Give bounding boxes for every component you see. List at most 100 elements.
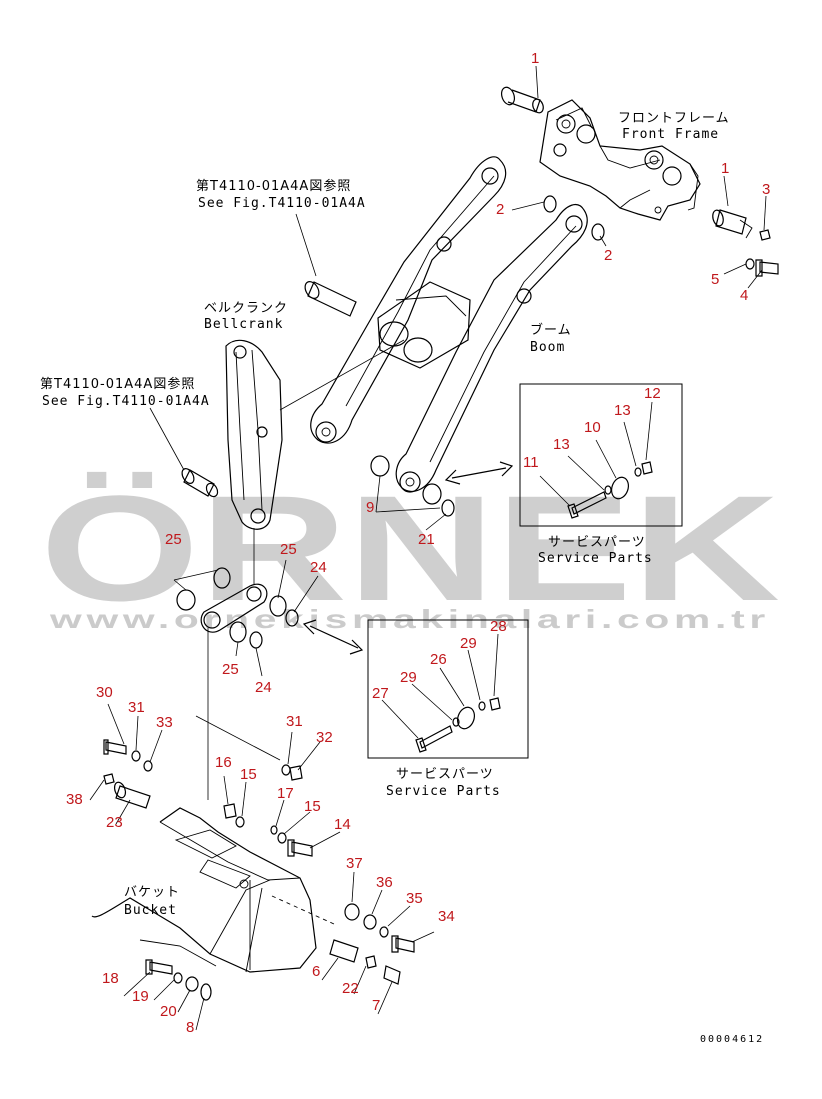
see-fig-mid-label-en: See Fig.T4110-01A4A: [42, 394, 210, 409]
washer-5: [745, 258, 755, 270]
washer-24-lower: [249, 631, 263, 649]
callout-31-right: 31: [286, 713, 303, 730]
pin-1-top: [500, 86, 544, 114]
callout-1-right: 1: [721, 160, 729, 177]
leader-lines: [89, 65, 767, 1031]
drawing-code: 00004612: [700, 1034, 764, 1045]
washer-21: [441, 499, 455, 517]
bellcrank-drawing: [225, 339, 283, 530]
watermark: ÖRNEK www.ornekismakinalari.com.tr: [40, 464, 780, 634]
callout-23: 23: [106, 814, 123, 831]
washer-15-lower: [277, 832, 287, 844]
pin-see-fig-mid: [181, 468, 219, 498]
bolt-4: [755, 259, 779, 277]
callout-25-mid: 25: [280, 541, 297, 558]
washer-24-upper: [285, 609, 299, 627]
bolt-3: [759, 229, 771, 241]
callout-28: 28: [490, 618, 507, 635]
service-parts-1-label-jp: サービスパーツ: [548, 535, 646, 550]
see-fig-top-label-jp: 第T4110-01A4A図参照: [196, 178, 351, 194]
bellcrank-label-jp: ベルクランク: [204, 301, 288, 316]
callout-14: 14: [334, 816, 351, 833]
bolt-34: [391, 935, 415, 953]
washer-31-left: [131, 750, 141, 762]
callout-18: 18: [102, 970, 119, 987]
callout-20: 20: [160, 1003, 177, 1020]
callout-17: 17: [277, 785, 294, 802]
washer-15-upper: [235, 816, 245, 828]
bucket-label-jp: バケット: [124, 885, 180, 900]
callout-25-left: 25: [165, 531, 182, 548]
washer-35: [379, 926, 389, 938]
callout-numbers: 1 1 2 2 3 4 5 9 21 11 10 12 13 13 25 25 …: [66, 50, 770, 1036]
service-parts-2-label-jp: サービスパーツ: [396, 767, 494, 782]
washer-31-right: [281, 764, 291, 776]
callout-7: 7: [372, 997, 380, 1014]
boom-label-en: Boom: [530, 340, 565, 355]
service-parts-1-label-en: Service Parts: [538, 551, 653, 566]
callout-24-upper: 24: [310, 559, 327, 576]
part-labels: フロントフレーム Front Frame 第T4110-01A4A図参照 See…: [40, 111, 764, 1045]
callout-30: 30: [96, 684, 113, 701]
callout-16: 16: [215, 754, 232, 771]
bolt-18: [145, 959, 173, 975]
callout-5: 5: [711, 271, 719, 288]
callout-26: 26: [430, 651, 447, 668]
callout-8: 8: [186, 1019, 194, 1036]
boom-drawing: [310, 156, 588, 517]
front-frame-drawing: [500, 86, 779, 277]
bucket-drawing: [91, 807, 335, 973]
callout-15-lower: 15: [304, 798, 321, 815]
see-fig-mid-label-jp: 第T4110-01A4A図参照: [40, 376, 195, 392]
arrow-service-parts-2: [302, 619, 364, 655]
callout-35: 35: [406, 890, 423, 907]
bucket-label-en: Bucket: [124, 903, 177, 918]
bellcrank-label-en: Bellcrank: [204, 317, 283, 332]
washer-33: [143, 760, 153, 772]
callout-29-lower: 29: [400, 669, 417, 686]
service-parts-box-2: [367, 619, 529, 759]
watermark-url: www.ornekismakinalari.com.tr: [48, 604, 770, 634]
washer-19: [173, 972, 183, 984]
bolt-14: [287, 839, 313, 857]
callout-6: 6: [312, 963, 320, 980]
callout-3: 3: [762, 181, 770, 198]
service-parts-2-label-en: Service Parts: [386, 784, 501, 799]
see-fig-top-label-en: See Fig.T4110-01A4A: [198, 196, 366, 211]
callout-15-upper: 15: [240, 766, 257, 783]
washer-37: [344, 903, 360, 921]
washer-8: [200, 983, 212, 1001]
callout-12: 12: [644, 385, 661, 402]
washer-36: [363, 914, 377, 930]
callout-22: 22: [342, 980, 359, 997]
callout-33: 33: [156, 714, 173, 731]
washer-17: [270, 825, 278, 835]
callout-31-left: 31: [128, 699, 145, 716]
front-frame-label-en: Front Frame: [622, 127, 719, 142]
callout-27: 27: [372, 685, 389, 702]
service-parts-box-1: [519, 383, 683, 527]
callout-25-lower: 25: [222, 661, 239, 678]
front-frame-label-jp: フロントフレーム: [618, 111, 730, 126]
callout-21: 21: [418, 531, 435, 548]
callout-36: 36: [376, 874, 393, 891]
nut-32: [289, 765, 303, 781]
callout-2-right: 2: [604, 247, 612, 264]
washer-20: [185, 976, 199, 992]
callout-19: 19: [132, 988, 149, 1005]
callout-11: 11: [523, 454, 539, 471]
boom-label-jp: ブーム: [530, 322, 572, 338]
callout-24-lower: 24: [255, 679, 272, 696]
callout-29-upper: 29: [460, 635, 477, 652]
washer-2-left: [543, 195, 557, 213]
callout-37: 37: [346, 855, 363, 872]
callout-10: 10: [584, 419, 601, 436]
nut-22: [365, 955, 377, 969]
pin-23: [113, 781, 151, 809]
arrow-service-parts-1: [444, 461, 514, 485]
washer-2-right: [591, 223, 605, 241]
callout-1-top: 1: [531, 50, 539, 67]
bolt-30: [103, 739, 127, 755]
